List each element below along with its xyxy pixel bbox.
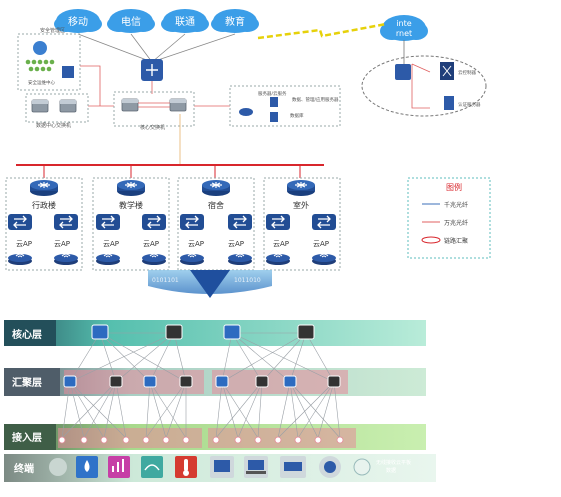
building-dorm-ap2: 云AP xyxy=(228,240,244,248)
security-nodes xyxy=(25,59,55,72)
building-dorm-name: 宿舍 xyxy=(208,200,224,210)
terminal-placeholder-icon xyxy=(49,458,67,476)
cloud-internet-label-1: inte xyxy=(396,19,411,28)
mesh-lines xyxy=(61,332,341,439)
security-zone-sub: 安全运维中心 xyxy=(28,79,55,86)
cloud-telecom: 电信 xyxy=(107,9,155,33)
building-admin-name: 行政楼 xyxy=(32,200,56,210)
cloud-internet: inte rnet xyxy=(380,15,428,41)
server-zone-line2: 数据、管理/应用服务器 xyxy=(292,96,339,103)
security-server-icon xyxy=(62,66,74,78)
red-links xyxy=(80,63,431,109)
building-admin-ap1: 云AP xyxy=(16,240,32,248)
security-center-icon xyxy=(33,41,47,55)
isp-clouds: 移动 电信 联通 教育 inte rnet xyxy=(54,9,428,41)
building-teaching: 教学楼 云AP 云AP xyxy=(92,177,170,271)
building-outdoor-name: 室外 xyxy=(293,200,309,210)
cloud-mobile: 移动 xyxy=(54,9,102,33)
dc-switch-label: 数据中心交换机 xyxy=(36,122,71,129)
cloud-edu-label: 教育 xyxy=(225,15,245,28)
terminal-layer-label: 终端 xyxy=(14,462,34,475)
building-teaching-ap2: 云AP xyxy=(143,240,159,248)
remote-router-icon xyxy=(395,64,411,80)
building-dorm: 宿舍 云AP 云AP xyxy=(177,177,255,271)
access-layer-label: 接入层 xyxy=(12,431,42,444)
legend: 图例 千兆光纤 万兆光纤 链路汇聚 xyxy=(407,177,491,259)
cloud-mobile-label: 移动 xyxy=(68,15,88,28)
building-group: 行政楼 云AP 云AP 教学楼 云AP 云AP 宿舍 云AP 云AP xyxy=(5,177,341,271)
weather-icon xyxy=(141,456,163,478)
core-layer-label: 核心层 xyxy=(12,328,42,341)
svg-text:0101101: 0101101 xyxy=(152,277,179,284)
security-zone-label: 安全管理区 xyxy=(40,27,65,34)
wan-link-zigzag xyxy=(257,22,387,40)
terminal-icons xyxy=(49,456,371,478)
building-teaching-ap1: 云AP xyxy=(103,240,119,248)
building-outdoor-ap1: 云AP xyxy=(273,240,289,248)
server-router-icon xyxy=(239,108,253,116)
legend-gigabit: 千兆光纤 xyxy=(444,201,468,209)
access-nodes xyxy=(58,436,344,444)
building-outdoor: 室外 云AP 云AP xyxy=(263,177,341,271)
remote-server-icon xyxy=(444,96,454,110)
cloud-unicom: 联通 xyxy=(161,9,209,33)
data-funnel: 0101101 1011010 xyxy=(148,270,272,298)
remote-label-1: 云控制器 xyxy=(458,69,476,76)
cloud-internet-label-2: rnet xyxy=(396,29,412,38)
terminal-note-line2: 数据 xyxy=(386,467,396,474)
server-zone-line1: 服务器/云服务 xyxy=(258,90,287,97)
core-switch-label: 核心交换机 xyxy=(140,124,165,131)
aggregation-devices xyxy=(63,375,341,388)
legend-tengig: 万兆光纤 xyxy=(444,219,468,227)
legend-title: 图例 xyxy=(446,182,462,192)
bus-drops xyxy=(43,165,301,178)
cloud-edu: 教育 xyxy=(211,9,259,33)
terminal-node-icon xyxy=(353,458,371,476)
core-devices xyxy=(91,324,315,340)
svg-text:1011010: 1011010 xyxy=(234,277,261,284)
server-box-icon-2 xyxy=(270,112,278,122)
security-zone: 安全管理区 安全运维中心 xyxy=(17,27,81,91)
dc-switch-zone: 数据中心交换机 xyxy=(25,93,89,129)
legend-aggregation: 链路汇聚 xyxy=(444,237,468,245)
server-zone-line3: 数据库 xyxy=(290,112,304,119)
core-switch-zone: 核心交换机 xyxy=(113,91,195,131)
terminal-note-line1: 无线接收云平板 xyxy=(376,459,411,466)
cloud-unicom-label: 联通 xyxy=(175,16,195,28)
remote-label-2: 认证服务器 xyxy=(458,101,481,108)
server-box-icon-1 xyxy=(270,97,278,107)
edge-router xyxy=(141,59,163,81)
building-outdoor-ap2: 云AP xyxy=(313,240,329,248)
aggregation-layer-label: 汇聚层 xyxy=(12,376,42,389)
remote-zone: 云控制器 认证服务器 xyxy=(361,40,487,117)
core-layer-band: 核心层 xyxy=(4,320,426,346)
building-teaching-name: 教学楼 xyxy=(119,200,143,210)
uplink-lines xyxy=(77,33,236,63)
building-admin: 行政楼 云AP 云AP xyxy=(5,177,83,271)
cloud-telecom-label: 电信 xyxy=(121,15,141,28)
building-admin-ap2: 云AP xyxy=(54,240,70,248)
building-dorm-ap1: 云AP xyxy=(188,240,204,248)
server-zone: 服务器/云服务 数据、管理/应用服务器 数据库 xyxy=(229,85,341,127)
